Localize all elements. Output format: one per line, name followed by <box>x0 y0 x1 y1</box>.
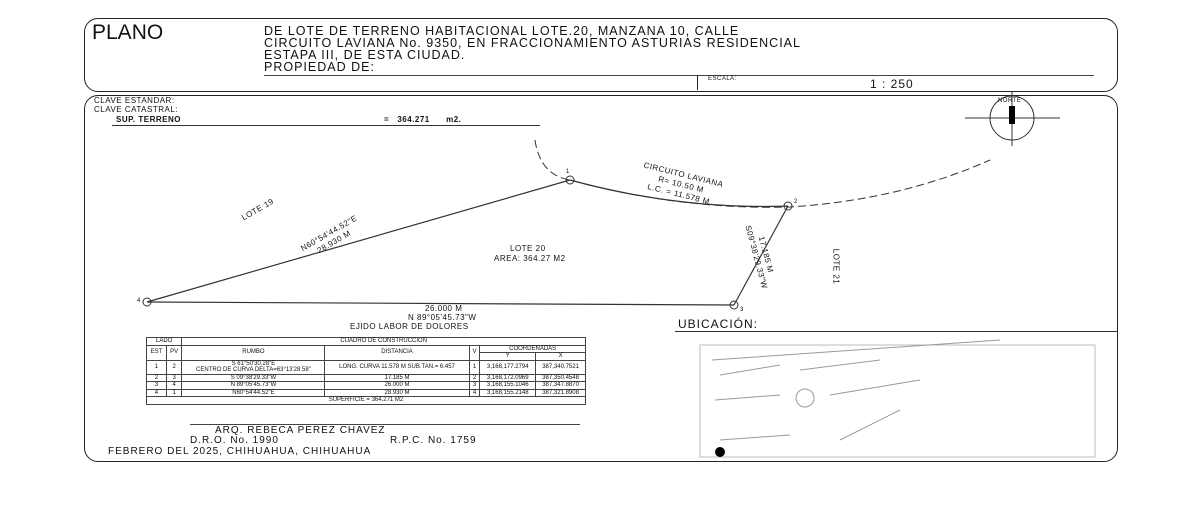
date-place: FEBRERO DEL 2025, CHIHUAHUA, CHIHUAHUA <box>108 446 372 457</box>
scale-value: 1 : 250 <box>870 77 914 91</box>
lot-area: AREA: 364.27 M2 <box>494 254 566 263</box>
owner-label: PROPIEDAD DE: <box>264 60 375 74</box>
location-title: UBICACIÓN: <box>678 317 759 331</box>
description-line: ESTAPA III, DE ESTA CIUDAD. <box>264 48 466 62</box>
description-line: DE LOTE DE TERRENO HABITACIONAL LOTE.20,… <box>264 24 740 38</box>
north-label: NORTE <box>998 98 1022 104</box>
lot-front-arc <box>569 179 789 208</box>
vertex-label: 4 <box>137 298 141 304</box>
clave-catastral: CLAVE CATASTRAL: <box>94 105 179 114</box>
dro-number: D.R.O. No. 1990 <box>190 435 279 446</box>
signature-line <box>190 424 580 425</box>
sup-underline <box>112 125 540 126</box>
owner-line <box>264 75 1094 76</box>
lot-side-right <box>733 205 789 306</box>
vertex-label: 2 <box>794 199 798 205</box>
table-total: SUPERFICIE = 364.271 M2 <box>146 396 586 405</box>
header-coordenadas: COORDENADAS <box>479 344 586 353</box>
sup-label: SUP. TERRENO <box>116 115 181 124</box>
clave-estandar: CLAVE ESTANDAR: <box>94 96 175 105</box>
header-lado: LADO <box>145 337 183 346</box>
table-title: CUADRO DE CONSTRUCCION <box>181 337 586 346</box>
lot-side-left <box>146 179 571 303</box>
plan-frame <box>84 95 1118 462</box>
bottom-bearing: N 89°05'45.73"W <box>408 313 477 322</box>
lot-side-bottom <box>146 301 735 306</box>
title-block <box>84 18 1118 92</box>
bottom-neighbor: EJIDO LABOR DE DOLORES <box>350 322 469 331</box>
rpc-number: R.P.C. No. 1759 <box>390 435 477 446</box>
scale-box <box>697 75 1118 90</box>
location-map <box>675 331 1118 332</box>
description-line: CIRCUITO LAVIANA No. 9350, EN FRACCIONAM… <box>264 36 801 50</box>
street-arc <box>534 139 991 208</box>
sup-value: = 364.271 m2. <box>384 115 462 124</box>
lote-right: LOTE 21 <box>831 248 841 285</box>
plan-title: PLANO <box>92 21 164 44</box>
scale-label: ESCALA: <box>708 76 737 82</box>
signer-name: ARQ. REBECA PEREZ CHAVEZ <box>215 425 386 436</box>
bottom-distance: 26.000 M <box>425 304 463 313</box>
vertex-label: 1 <box>566 169 570 175</box>
vertex-label: 3 <box>740 307 744 313</box>
lot-name: LOTE 20 <box>510 244 546 253</box>
